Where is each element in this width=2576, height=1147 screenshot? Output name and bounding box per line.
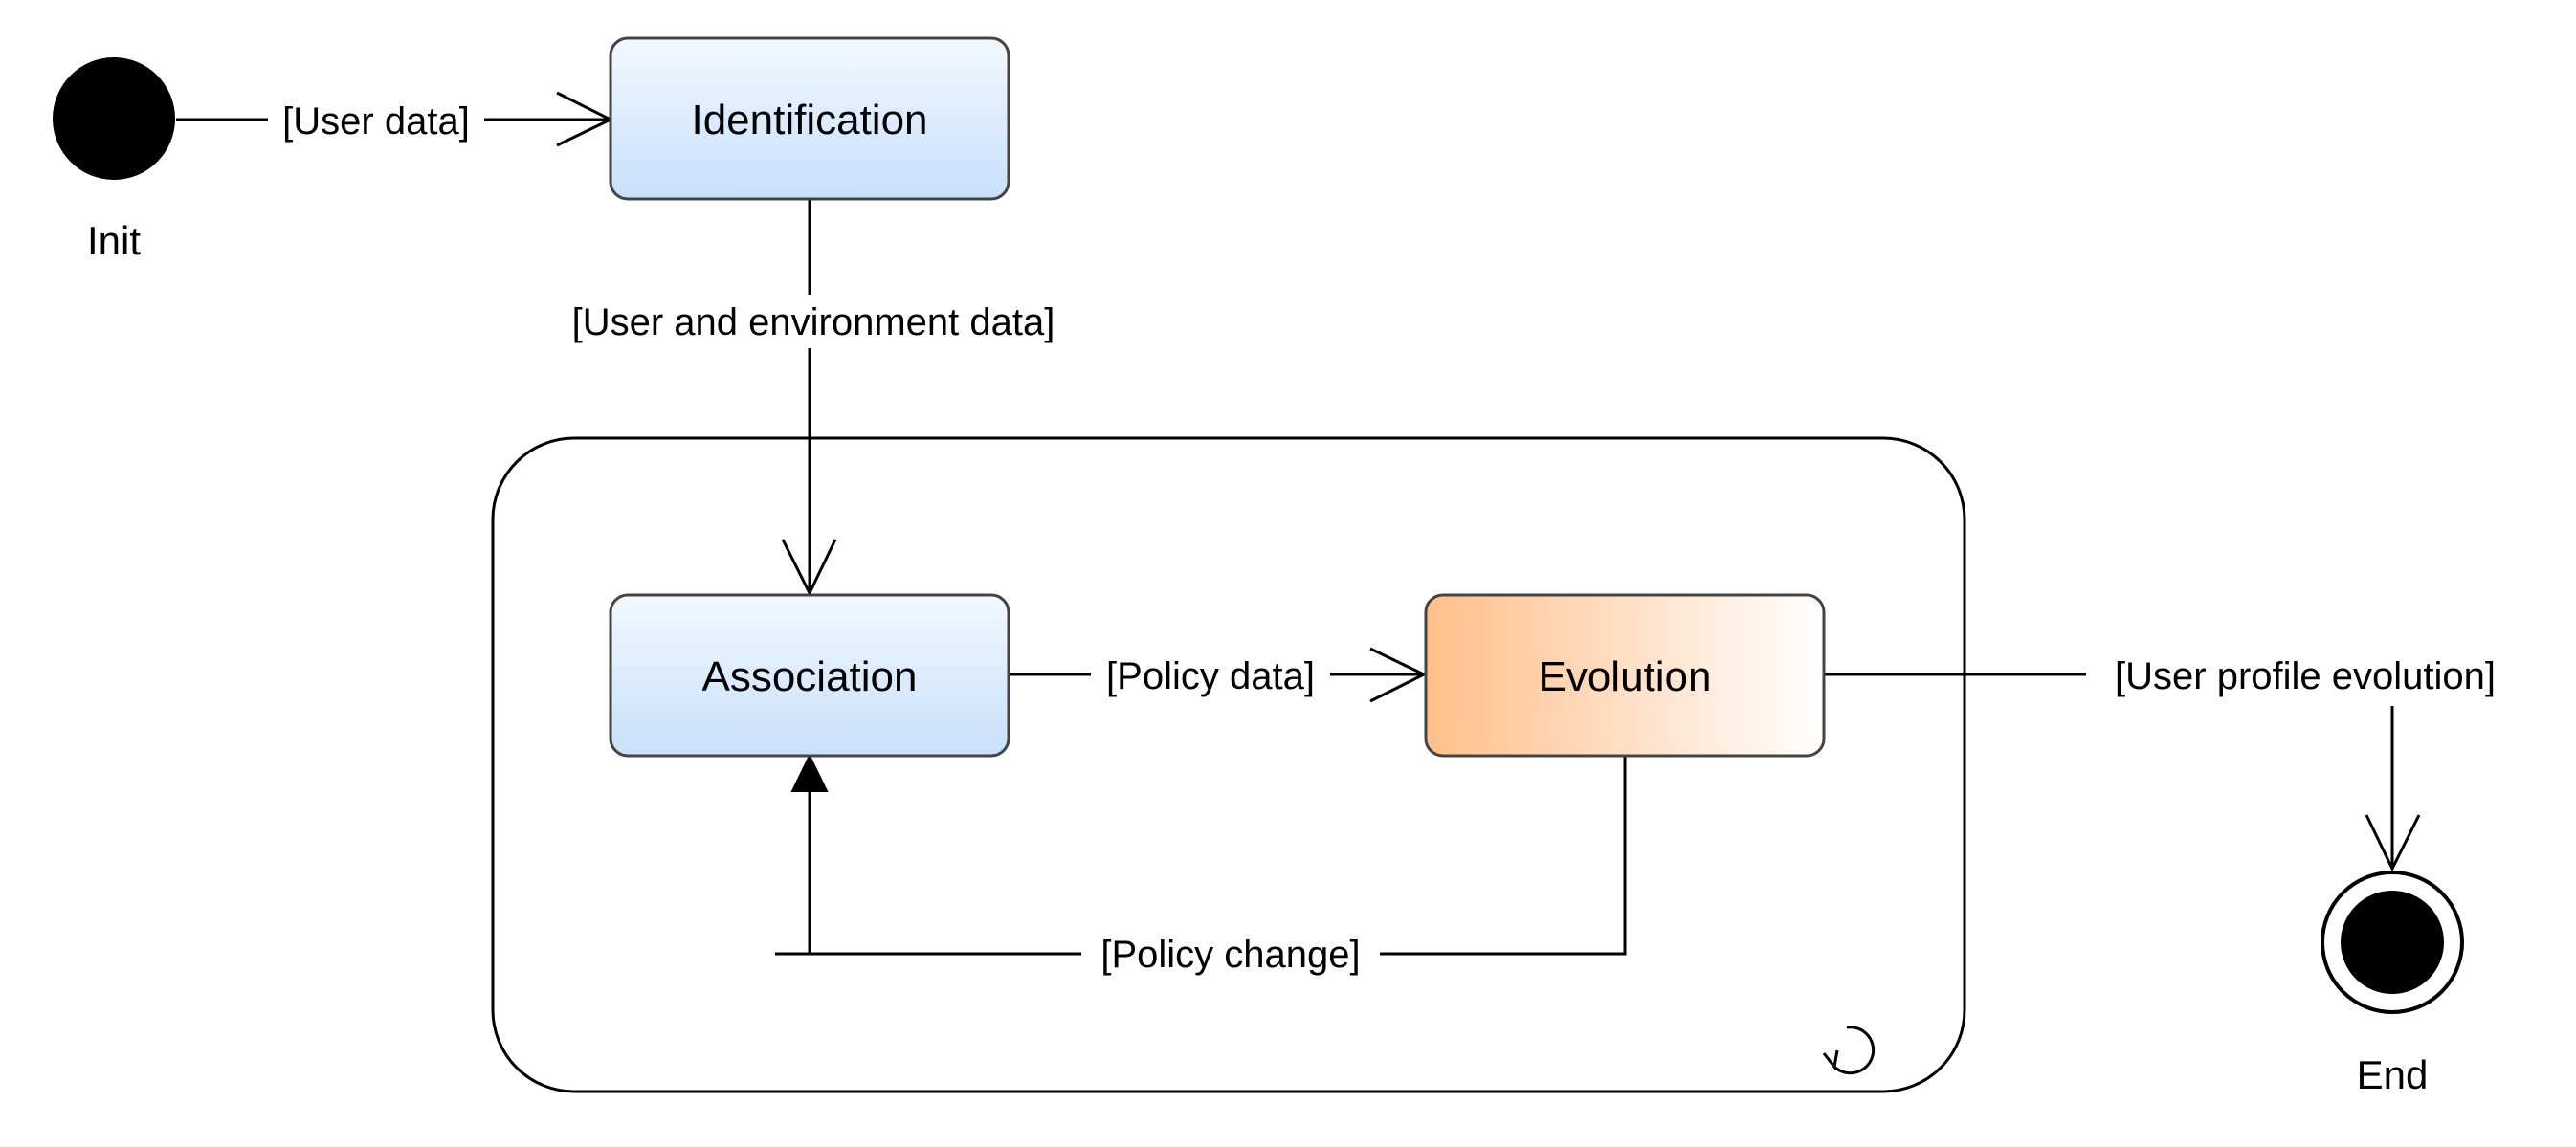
end-label: End (2357, 1052, 2429, 1097)
state-association-label: Association (701, 653, 917, 700)
label-user-data: [User data] (268, 96, 484, 145)
state-evolution-label: Evolution (1538, 653, 1711, 700)
label-policy-data-text: [Policy data] (1106, 655, 1315, 697)
init-label: Init (87, 218, 141, 263)
initial-state-node[interactable] (53, 57, 175, 180)
state-identification-label: Identification (691, 97, 927, 143)
label-user-and-environment-data-text: [User and environment data] (572, 301, 1055, 343)
label-user-profile-evolution-text: [User profile evolution] (2115, 655, 2496, 697)
label-user-data-text: [User data] (282, 100, 470, 143)
state-association[interactable]: Association (609, 593, 1010, 758)
transition-evolution-to-association[interactable] (775, 753, 1627, 956)
state-identification[interactable]: Identification (609, 36, 1010, 201)
label-policy-change: [Policy change] (1081, 928, 1380, 980)
label-user-profile-evolution: [User profile evolution] (2086, 651, 2524, 706)
composite-state-box[interactable] (491, 436, 1966, 1093)
transition-identification-to-association[interactable] (781, 199, 837, 597)
label-policy-change-text: [Policy change] (1100, 934, 1360, 976)
final-state-node[interactable] (2321, 871, 2464, 1014)
label-policy-data: [Policy data] (1091, 651, 1330, 700)
loop-arrow-icon (1822, 1026, 1876, 1075)
state-evolution[interactable]: Evolution (1424, 593, 1826, 758)
label-user-and-environment-data: [User and environment data] (536, 295, 1091, 348)
